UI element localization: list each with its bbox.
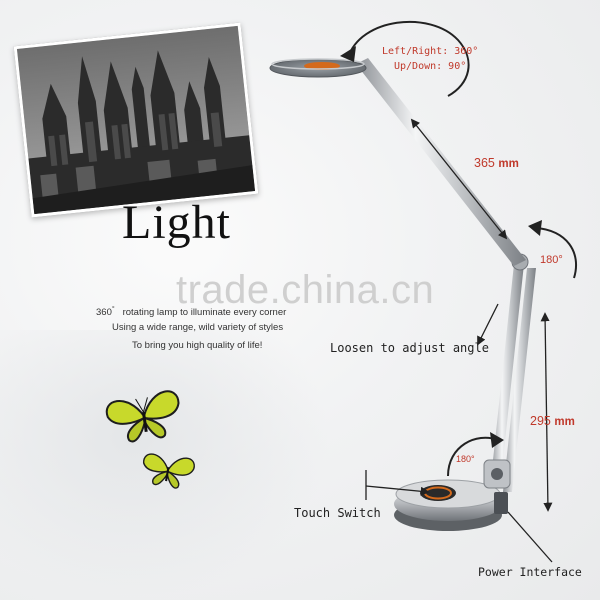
lamp-head [269, 58, 367, 78]
power-leader [507, 511, 553, 563]
upper-dimension-arrow [410, 118, 508, 240]
upper-arm-value: 365 [474, 156, 495, 170]
rotation-note-line2: Up/Down: 90° [394, 61, 467, 72]
loosen-pointer [477, 303, 499, 346]
lower-arm-length: 295 mm [530, 414, 575, 428]
upper-arm-length: 365 mm [474, 156, 519, 170]
touch-switch-label: Touch Switch [294, 506, 381, 520]
power-interface-label: Power Interface [478, 565, 582, 579]
cathedral-photo [13, 22, 259, 218]
tagline-3: To bring you high quality of life! [132, 340, 263, 351]
base-angle: 180° [456, 454, 475, 464]
rotation-note-line1: Left/Right: 360° [382, 46, 479, 57]
butterfly-icon [105, 390, 180, 443]
headline: Light [122, 196, 231, 249]
tagline-number: 360 [96, 307, 112, 319]
upper-arm-unit: mm [498, 158, 519, 170]
power-port [494, 492, 508, 514]
rotation-arrow-icon [347, 20, 470, 97]
tagline-text: rotating lamp to illuminate every corner [122, 307, 287, 319]
butterfly-icon [142, 453, 195, 489]
watermark: trade.china.cn [176, 268, 435, 312]
loosen-label: Loosen to adjust angle [330, 341, 489, 355]
joint-rotation-arrow [535, 227, 577, 279]
lower-dimension-arrow [540, 312, 553, 512]
tagline-degree: ° [111, 306, 115, 313]
lower-arm-unit: mm [554, 416, 575, 428]
rotation-note: Left/Right: 360° Up/Down: 90° [382, 44, 478, 74]
lower-arm-value: 295 [530, 414, 551, 428]
tagline-2: Using a wide range, wild variety of styl… [112, 322, 284, 333]
lower-arm [483, 264, 536, 492]
joint-angle: 180° [540, 254, 563, 266]
tagline-1: 360° rotating lamp to illuminate every c… [96, 306, 286, 318]
